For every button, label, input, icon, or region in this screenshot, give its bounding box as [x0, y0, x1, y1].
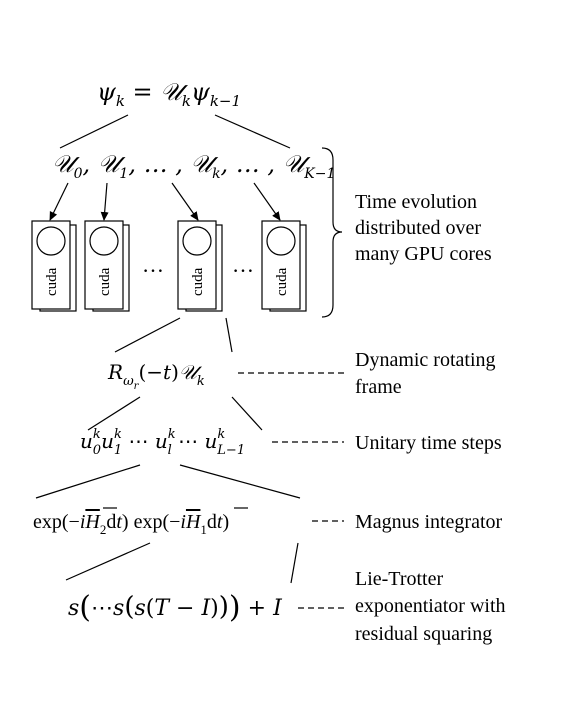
annotation-unitary-steps: Unitary time steps [355, 432, 502, 454]
gpu-label: cuda [97, 267, 113, 296]
gpu-card: cuda [177, 220, 223, 312]
top-equation: ψk = 𝒰kψk−1 [97, 78, 241, 110]
branch-line [290, 542, 299, 584]
branch-line [35, 464, 141, 499]
lie-trotter-expr: s(⋯s(s(T − I))) + I [68, 590, 283, 625]
arrow [100, 182, 109, 221]
arrow [171, 182, 199, 221]
annotation-magnus: Magnus integrator [355, 511, 503, 533]
annotation-lie-trotter: Lie-Trotter exponentiator with residual … [355, 568, 511, 645]
rotating-frame-expr: Rωr(−t)𝒰k [107, 360, 205, 392]
gpu-label: cuda [190, 267, 206, 296]
branch-line [214, 114, 291, 149]
annotation-time-evolution: Time evolution distributed over many GPU… [355, 191, 492, 265]
arrow [253, 182, 281, 221]
magnus-expr: exp(−iH2dt) exp(−iH1dt) [33, 511, 229, 537]
branch-line [87, 396, 141, 431]
gpu-card: cuda [261, 220, 307, 312]
arrow [49, 182, 69, 221]
branch-line [114, 317, 181, 353]
annotation-rotating-frame: Dynamic rotating frame [355, 349, 501, 398]
branch-line [179, 464, 301, 499]
ellipsis: … [232, 252, 254, 277]
gpu-card: cuda [84, 220, 130, 312]
branch-line [59, 114, 129, 149]
gpu-label: cuda [44, 267, 60, 296]
ellipsis: … [142, 252, 164, 277]
brace [321, 147, 343, 318]
gpu-card: cuda [31, 220, 77, 312]
operator-list: 𝒰0, 𝒰1, … , 𝒰k, … , 𝒰K−1 [52, 150, 335, 182]
branch-line [225, 317, 233, 353]
branch-line [231, 396, 263, 431]
gpu-label: cuda [274, 267, 290, 296]
branch-line [65, 542, 151, 581]
